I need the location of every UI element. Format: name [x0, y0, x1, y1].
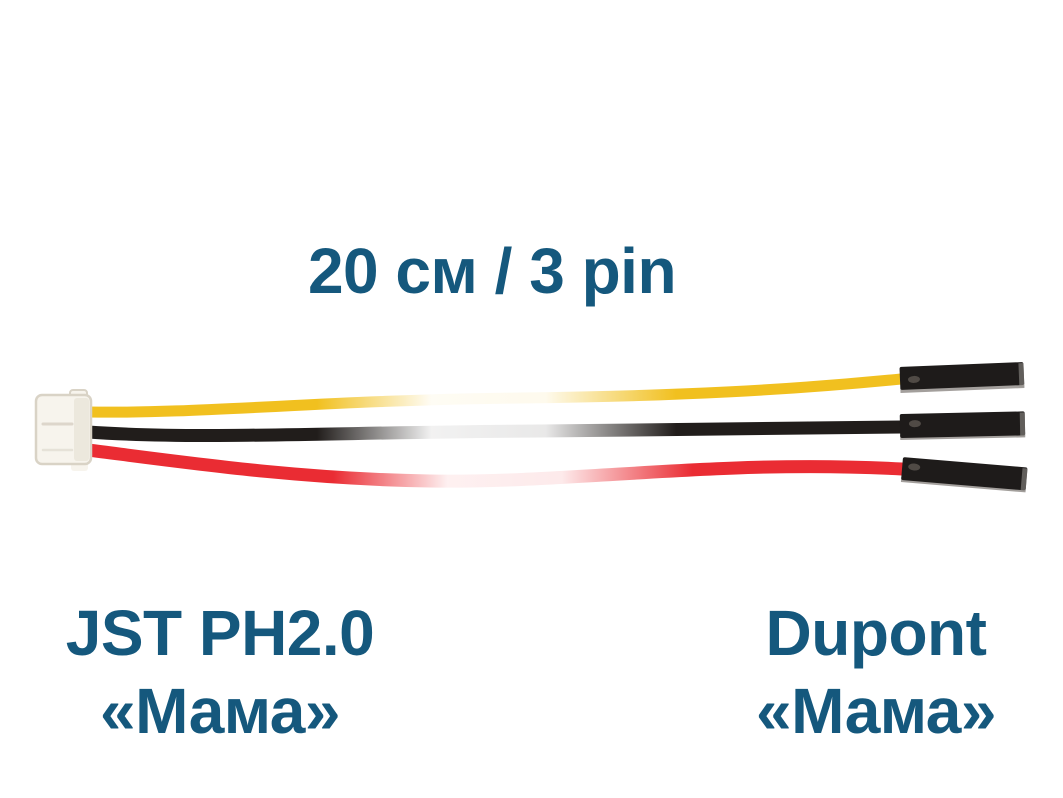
jst-wire-housing — [74, 398, 89, 461]
dupont-end-cap — [1018, 363, 1025, 388]
wire-yellow — [82, 373, 907, 418]
dupont-connector-yellow — [899, 362, 1025, 393]
cable-length-caption: 20 см / 3 pin — [307, 235, 677, 307]
dupont-housing — [901, 457, 1028, 491]
wire-black — [81, 420, 909, 443]
dupont-end-cap — [1019, 412, 1026, 437]
dupont-connector-red — [900, 457, 1028, 493]
left-connector-type: JST PH2.0 — [65, 597, 375, 669]
jst-ph20-connector — [34, 389, 93, 471]
wire-red — [81, 443, 909, 488]
right-connector-label: Dupont «Мама» — [756, 594, 996, 750]
left-connector-gender: «Мама» — [100, 675, 340, 747]
left-connector-label: JST PH2.0 «Мама» — [66, 594, 375, 750]
dupont-end-cap — [1020, 468, 1028, 492]
dupont-crimp-window — [907, 375, 920, 383]
dupont-crimp-window — [908, 463, 921, 471]
right-connector-gender: «Мама» — [756, 675, 996, 747]
dupont-crimp-window — [908, 420, 921, 428]
dupont-housing — [899, 411, 1026, 438]
right-connector-type: Dupont — [765, 597, 987, 669]
dupont-connector-black — [899, 411, 1026, 440]
dupont-housing — [899, 362, 1025, 390]
